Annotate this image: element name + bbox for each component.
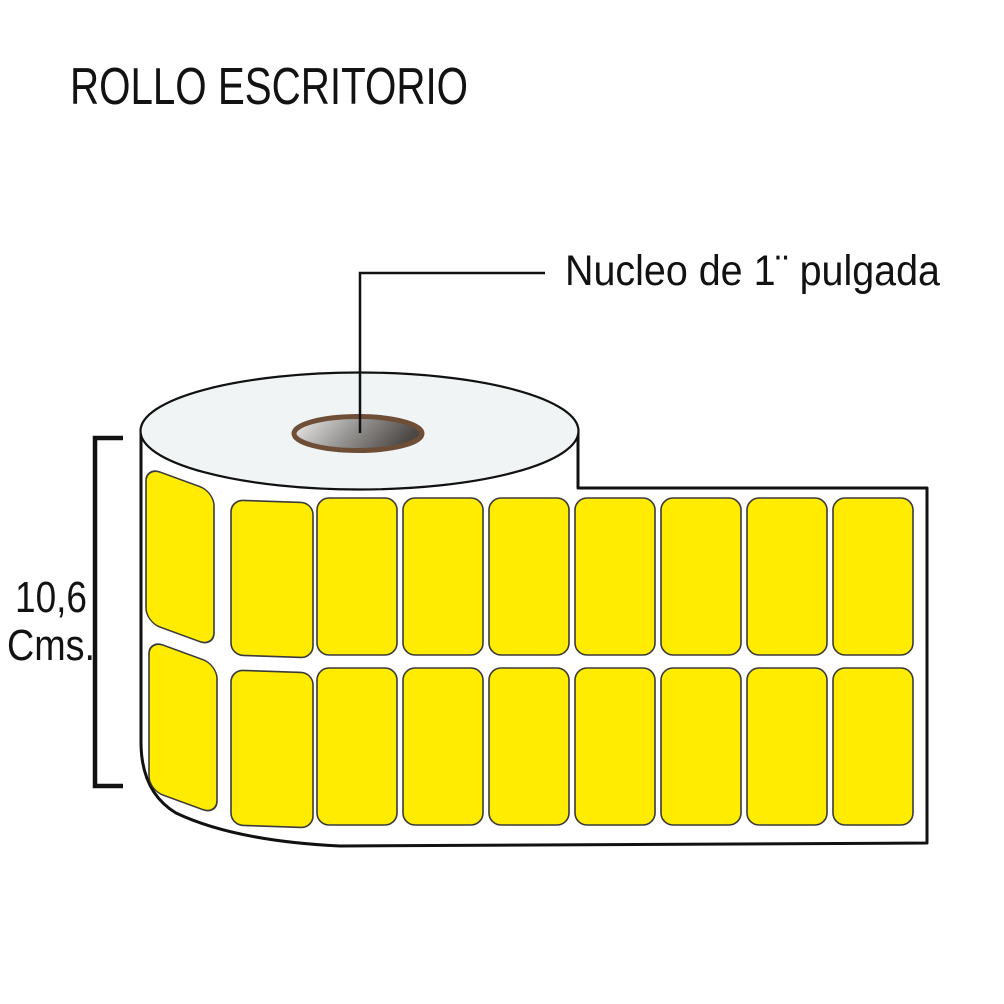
label-sticker [660,497,742,656]
roll-core [291,414,425,453]
label-sticker [230,669,314,829]
label-sticker [488,667,570,826]
label-sticker [145,470,215,644]
label-sticker [660,667,742,826]
label-sticker [832,497,914,656]
label-sticker [574,497,656,656]
label-sticker [746,497,828,656]
label-sticker [316,497,398,656]
labels-grid [145,470,914,829]
height-dimension-unit: Cms. [7,621,95,670]
label-sticker [746,667,828,826]
label-sticker [402,667,484,826]
label-sticker [832,667,914,826]
label-sticker [148,643,218,812]
height-dimension-bracket [92,435,123,789]
core-leader-line [358,271,545,433]
label-roll [139,371,929,848]
page-title: ROLLO ESCRITORIO [70,58,468,116]
core-annotation-label: Nucleo de 1¨ pulgada [565,247,940,295]
label-sticker [402,497,484,656]
label-sticker [488,497,570,656]
height-dimension-value: 10,6 [15,573,87,622]
label-sticker [230,499,314,659]
label-sticker [574,667,656,826]
label-sticker [316,667,398,826]
